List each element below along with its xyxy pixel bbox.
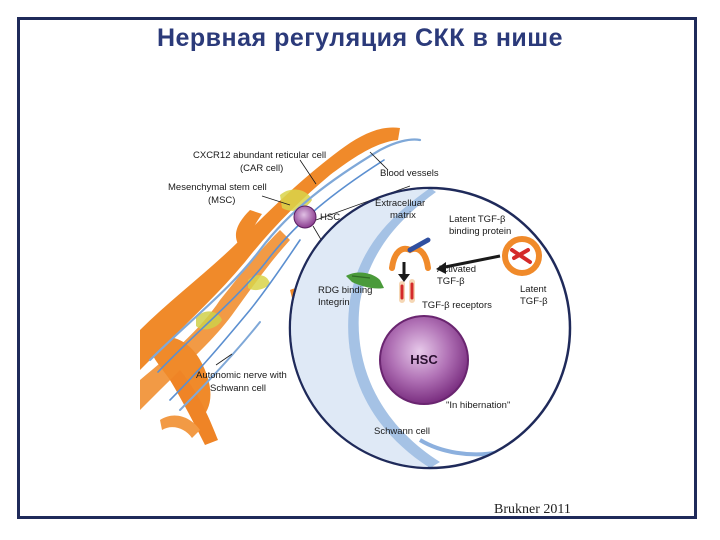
tgf-beta-receptors bbox=[399, 279, 415, 303]
rdg-integrin bbox=[346, 272, 384, 289]
release-arrowhead bbox=[436, 262, 446, 274]
label-schwann: Schwann cell bbox=[374, 426, 430, 437]
label-msc: Mesenchymal stem cell bbox=[168, 182, 267, 193]
label-activated: Activated bbox=[437, 264, 476, 275]
label-latent: Latent bbox=[520, 284, 547, 295]
label-nerve-2: Schwann cell bbox=[210, 383, 266, 394]
label-latent-bp: Latent TGF-β bbox=[449, 214, 506, 225]
leader-lines bbox=[215, 151, 389, 366]
label-integrin: Integrin bbox=[318, 297, 350, 308]
label-rdg: RDG binding bbox=[318, 285, 372, 296]
small-hsc-cell bbox=[293, 205, 317, 229]
label-car-cell-abbr: (CAR cell) bbox=[240, 163, 283, 174]
activation-arrowhead bbox=[398, 274, 410, 282]
label-latent-bp-2: binding protein bbox=[449, 226, 511, 237]
label-latent-2: TGF-β bbox=[520, 296, 548, 307]
label-hsc-small: HSC bbox=[320, 212, 340, 223]
latent-binding-protein bbox=[389, 237, 431, 271]
label-activated-2: TGF-β bbox=[437, 276, 465, 287]
label-msc-abbr: (MSC) bbox=[208, 195, 235, 206]
citation: Brukner 2011 bbox=[494, 502, 571, 517]
slide-frame bbox=[17, 17, 697, 519]
label-tgf-receptors: TGF-β receptors bbox=[422, 300, 492, 311]
hsc-cell-large bbox=[379, 315, 469, 405]
release-arrow bbox=[439, 254, 501, 270]
slide-title: Нервная регуляция СКК в нише bbox=[156, 24, 564, 52]
label-blood-vessels: Blood vessels bbox=[380, 168, 439, 179]
hsc-label-large: HSC bbox=[410, 352, 438, 367]
label-car-cell: CXCR12 abundant reticular cell bbox=[193, 150, 326, 161]
label-ecm-2: matrix bbox=[390, 210, 416, 221]
latent-tgf-beta bbox=[502, 236, 542, 276]
label-hibernation: "In hibernation" bbox=[446, 400, 510, 411]
label-ecm: Extracelluar bbox=[375, 198, 425, 209]
label-nerve: Autonomic nerve with bbox=[196, 370, 287, 381]
nerve-fibers bbox=[148, 138, 422, 411]
